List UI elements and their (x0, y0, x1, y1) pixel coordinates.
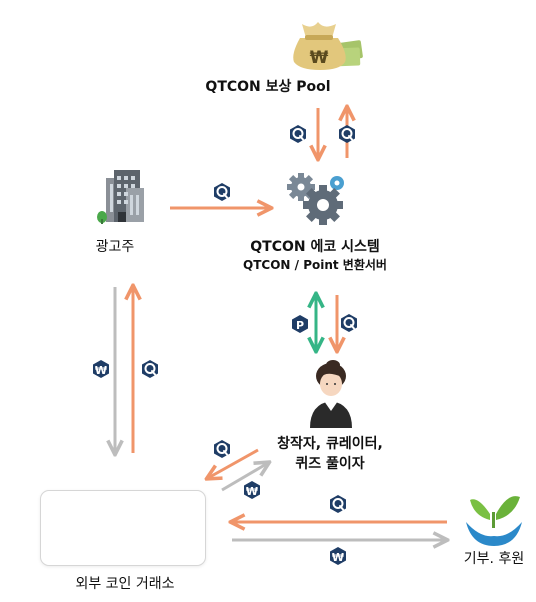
creator-label-line2: 퀴즈 풀이자 (295, 456, 365, 472)
reward-pool-label: QTCON 보상 Pool (205, 79, 331, 95)
won-badge-advertiser: ₩ (93, 360, 109, 378)
won-badge-donation-symbol: ₩ (332, 551, 344, 564)
won-badge-creator-exchange: ₩ (244, 481, 260, 499)
eco-system-title: QTCON 에코 시스템 (250, 239, 380, 255)
exchange-label: 외부 코인 거래소 (75, 576, 175, 592)
gears-icon (287, 173, 344, 225)
donation-hands-icon (466, 496, 522, 546)
arrow-creator-to-exchange (208, 448, 259, 478)
won-badge-advertiser-symbol: ₩ (95, 364, 107, 377)
money-bag-won-sign: ₩ (310, 48, 329, 68)
won-badge-donation: ₩ (330, 547, 346, 565)
donation-label: 기부. 후원 (463, 551, 525, 567)
money-bag-icon: ₩ (293, 22, 363, 70)
exchange-box (40, 490, 206, 566)
point-badge-letter: P (296, 319, 304, 332)
qtcon-badge-pool-left (289, 124, 307, 144)
qtcon-badge-donation (329, 494, 347, 514)
building-icon (97, 170, 144, 224)
qtcon-badge-advertiser-exchange (141, 359, 159, 379)
eco-system-subtitle: QTCON / Point 변환서버 (243, 258, 387, 272)
qtcon-badge-pool-right (338, 124, 356, 144)
arrow-exchange-to-creator (221, 463, 268, 492)
point-badge: P (292, 315, 308, 333)
person-icon (310, 360, 352, 428)
advertiser-label: 광고주 (95, 239, 135, 255)
qtcon-badge-creator-exchange (213, 439, 231, 459)
qtcon-badge-eco-creator (340, 313, 358, 333)
won-badge-creator-symbol: ₩ (246, 485, 258, 498)
creator-label-line1: 창작자, 큐레이터, (277, 436, 383, 452)
qtcon-badge-advertiser (213, 182, 231, 202)
